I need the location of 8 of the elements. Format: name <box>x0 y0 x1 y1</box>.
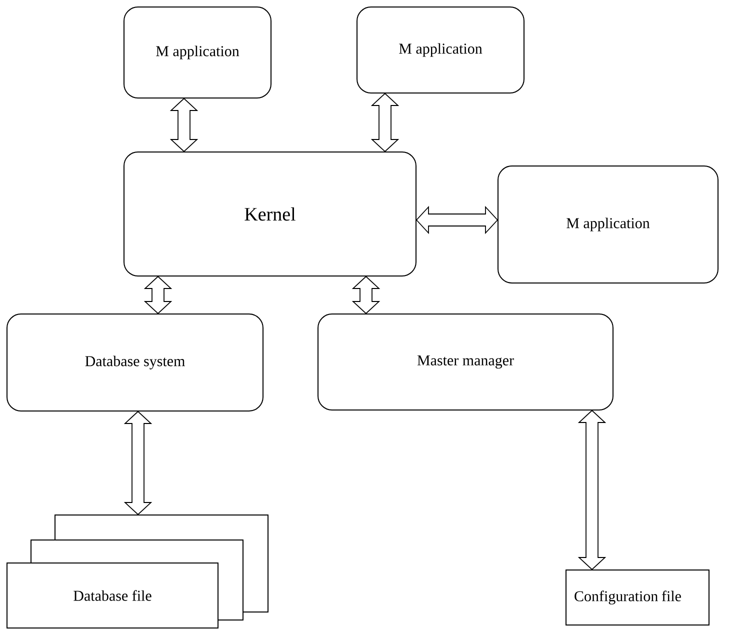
rounded-box: M application <box>498 166 718 284</box>
rounded-box: Master manager <box>318 314 614 410</box>
rounded-box: Kernel <box>124 152 416 276</box>
rounded-box: M application <box>124 6 272 98</box>
document-stack: Database file <box>6 514 268 628</box>
rounded-box: Database system <box>6 314 264 412</box>
rounded-box: M application <box>356 6 524 94</box>
file-box: Configuration file <box>566 570 710 626</box>
